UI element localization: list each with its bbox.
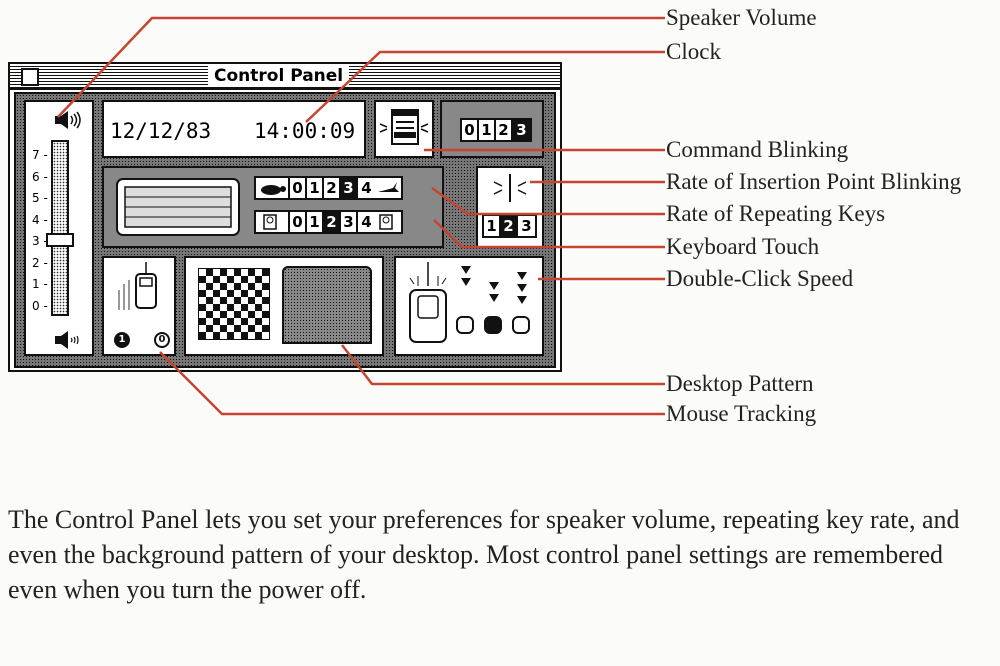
keyboard-icon bbox=[116, 178, 240, 236]
pattern-editor[interactable] bbox=[198, 268, 270, 340]
callout-keyboard-touch: Keyboard Touch bbox=[666, 234, 820, 259]
volume-tick-label: 7 - bbox=[32, 148, 48, 162]
turtle-icon bbox=[261, 185, 286, 195]
key-touch-option[interactable]: 1 bbox=[307, 212, 324, 232]
volume-tick-label: 4 - bbox=[32, 212, 48, 227]
hare-icon bbox=[378, 182, 399, 192]
command-blinking-panel bbox=[374, 100, 434, 158]
double-click-mouse-icon bbox=[409, 262, 447, 343]
repeat-rate-option[interactable]: 3 bbox=[341, 178, 358, 198]
callout-double-click: Double-Click Speed bbox=[666, 266, 854, 291]
callout-insertion-point: Rate of Insertion Point Blinking bbox=[666, 169, 962, 194]
repeat-rate-option[interactable]: 4 bbox=[361, 179, 372, 197]
finger-slow-icon bbox=[263, 214, 277, 230]
menu-blink-icon bbox=[379, 109, 429, 145]
double-click-option[interactable] bbox=[454, 264, 478, 352]
volume-slider-thumb[interactable] bbox=[46, 233, 74, 247]
close-box[interactable] bbox=[21, 68, 39, 86]
command-blink-option[interactable]: 1 bbox=[479, 120, 496, 140]
time-display[interactable]: 14:00:09 bbox=[254, 119, 356, 143]
double-click-option[interactable] bbox=[482, 264, 506, 352]
mouse-icon bbox=[118, 262, 157, 310]
double-click-radio[interactable] bbox=[512, 316, 530, 334]
control-panel-window: Control Panel 7 - 6 - 5 - 4 - 3 - 2 - 1 - 0 - 1… bbox=[8, 62, 562, 372]
callout-command-blinking: Command Blinking bbox=[666, 137, 849, 162]
arrow-down-icon bbox=[461, 266, 471, 274]
arrow-down-icon bbox=[461, 278, 471, 286]
desktop-pattern-panel bbox=[184, 256, 384, 356]
key-touch-option[interactable]: 4 bbox=[361, 213, 372, 231]
double-click-radio[interactable] bbox=[456, 316, 474, 334]
volume-slider-track[interactable] bbox=[51, 140, 69, 316]
command-blink-option[interactable]: 0 bbox=[462, 120, 479, 140]
callout-clock: Clock bbox=[666, 39, 721, 64]
volume-tick-label: 0 - bbox=[32, 298, 48, 313]
key-touch-option[interactable]: 0 bbox=[290, 212, 307, 232]
clock-panel[interactable]: 12/12/83 14:00:09 bbox=[102, 100, 366, 158]
speaker-soft-icon bbox=[55, 331, 79, 349]
volume-tick-label: 6 - bbox=[32, 169, 48, 184]
insertion-blink-option[interactable]: 3 bbox=[521, 217, 532, 235]
arrow-down-icon bbox=[517, 284, 527, 292]
speaker-loud-icon bbox=[55, 111, 81, 129]
arrow-down-icon bbox=[489, 282, 499, 290]
command-blink-option[interactable]: 3 bbox=[513, 120, 530, 140]
title-bar[interactable]: Control Panel bbox=[10, 64, 560, 90]
date-display[interactable]: 12/12/83 bbox=[110, 119, 212, 143]
callout-desktop-pattern: Desktop Pattern bbox=[666, 371, 814, 396]
double-click-panel bbox=[394, 256, 544, 356]
volume-tick-label: 2 - bbox=[32, 255, 48, 270]
tracking-option-1[interactable]: 1 bbox=[114, 332, 130, 348]
callout-mouse-tracking: Mouse Tracking bbox=[666, 401, 817, 426]
pattern-preview[interactable] bbox=[282, 266, 372, 344]
double-click-options bbox=[454, 264, 542, 352]
tracking-option-0[interactable]: 0 bbox=[154, 332, 170, 348]
callout-repeating-keys: Rate of Repeating Keys bbox=[666, 201, 886, 226]
repeat-rate-option[interactable]: 1 bbox=[307, 178, 324, 198]
volume-tick-label: 5 - bbox=[32, 191, 48, 205]
caption-paragraph: The Control Panel lets you set your pref… bbox=[8, 505, 960, 604]
volume-tick-label: 1 - bbox=[32, 277, 48, 291]
key-touch-option[interactable]: 2 bbox=[324, 212, 341, 232]
volume-tick-label: 3 - bbox=[32, 234, 48, 248]
insertion-blink-option[interactable]: 1 bbox=[484, 216, 501, 236]
repeat-rate-option[interactable]: 2 bbox=[324, 178, 341, 198]
arrow-down-icon bbox=[517, 296, 527, 304]
finger-fast-icon bbox=[379, 214, 393, 230]
speaker-volume-panel: 7 - 6 - 5 - 4 - 3 - 2 - 1 - 0 - bbox=[24, 100, 94, 356]
control-panel-body: 7 - 6 - 5 - 4 - 3 - 2 - 1 - 0 - 12/12/83 14:00:… bbox=[14, 92, 556, 368]
double-click-radio[interactable] bbox=[484, 316, 502, 334]
double-click-option[interactable] bbox=[510, 264, 534, 352]
callout-speaker-volume: Speaker Volume bbox=[666, 5, 817, 30]
arrow-down-icon bbox=[489, 294, 499, 302]
arrow-down-icon bbox=[517, 272, 527, 280]
command-blink-option[interactable]: 2 bbox=[496, 120, 513, 140]
insertion-point-icon bbox=[493, 174, 527, 202]
insertion-blink-option[interactable]: 2 bbox=[501, 216, 518, 236]
window-title: Control Panel bbox=[208, 65, 350, 87]
key-touch-option[interactable]: 3 bbox=[341, 212, 358, 232]
repeat-rate-option[interactable]: 0 bbox=[290, 178, 307, 198]
